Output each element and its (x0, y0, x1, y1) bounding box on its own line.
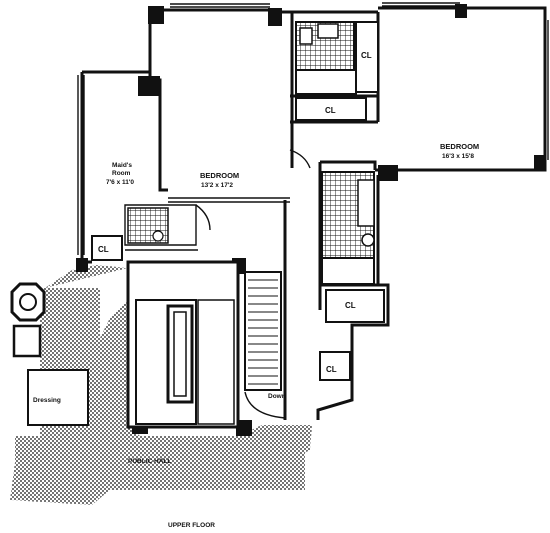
exterior-wall-left-bedroom (148, 10, 168, 192)
column (148, 6, 164, 24)
window-maid (77, 75, 85, 255)
closet-top-right (355, 21, 379, 93)
column (268, 8, 282, 26)
bedroom-right-label: BEDROOM (440, 142, 479, 151)
closet-label-left: CL (98, 245, 109, 254)
closet-right-mid (325, 289, 385, 323)
bedroom-center-dims: 13'2 x 17'2 (201, 182, 233, 189)
toilet-right-icon (361, 233, 375, 247)
column (76, 258, 88, 272)
stair-door-swing (244, 391, 286, 419)
closet-label-top-center: CL (325, 106, 336, 115)
public-hall-label: PUBLIC HALL (128, 458, 171, 465)
toilet-top (299, 27, 313, 45)
hall-dotted-band (15, 436, 305, 490)
bedroom-center-label: BEDROOM (200, 171, 239, 180)
maids-room-dims: 7'6 x 11'0 (106, 179, 134, 186)
column (455, 4, 467, 18)
bathtub-right (321, 257, 375, 285)
closet-left (91, 235, 123, 261)
staircase (244, 271, 282, 391)
interior-wall-center (290, 12, 380, 168)
bedroom-right-dims: 16'3 x 15'8 (442, 153, 474, 160)
column (138, 76, 160, 96)
planter-inner (19, 293, 37, 311)
column (378, 165, 398, 181)
maids-room-label-2: Room (112, 170, 131, 177)
window-top-right (382, 2, 460, 7)
interior-wall-bedroom-lower (168, 197, 290, 203)
elevator-car-inner (173, 311, 187, 397)
closet-right-low (319, 351, 351, 381)
column (534, 155, 546, 169)
vanity-right (357, 179, 375, 227)
dressing-room (27, 369, 89, 426)
maid-toilet-icon (152, 230, 164, 242)
stair-treads (248, 279, 278, 385)
door-swing (289, 149, 311, 169)
window-top-left (170, 3, 270, 8)
bathtub-top (295, 69, 357, 95)
planter-base (12, 324, 42, 358)
maids-room-label-1: Maid's (112, 162, 132, 169)
floor-caption: UPPER FLOOR (168, 522, 215, 529)
door-swing (195, 204, 211, 231)
closet-label-right-mid: CL (345, 301, 356, 310)
closet-center-lower (295, 97, 367, 121)
shaft-right (197, 299, 235, 425)
sink-top (317, 23, 339, 39)
interior-wall-maid-bath (124, 204, 198, 251)
down-label: Down (268, 393, 286, 400)
interior-wall-right-lower (316, 175, 390, 420)
dressing-label: Dressing (33, 397, 61, 404)
closet-label-right-low: CL (326, 365, 337, 374)
closet-label-top-right: CL (361, 51, 372, 60)
column (236, 420, 252, 436)
